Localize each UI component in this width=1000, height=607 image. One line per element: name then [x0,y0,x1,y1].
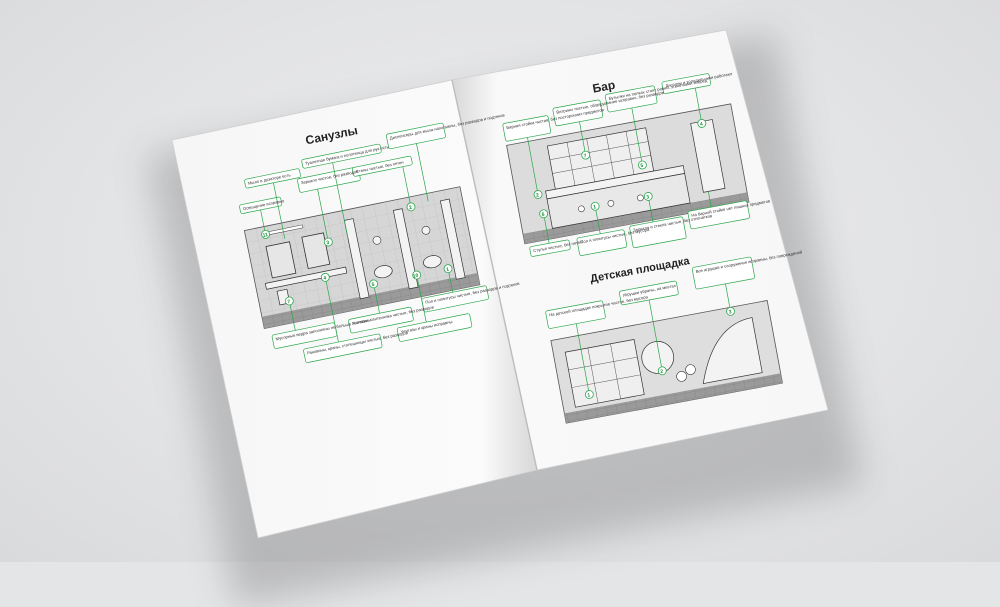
marker-bar-4: 4 [699,121,703,127]
callout-box [604,85,658,113]
marker-kids-3: 3 [728,309,732,315]
restroom-number-markers: 11 3 2 7 5 1 4 10 [261,202,453,306]
marker-bar-2: 2 [536,192,540,198]
kids-number-markers: 1 2 3 [584,306,735,399]
bar-number-markers: 2 7 5 4 6 1 3 [533,119,707,219]
callout-box [545,300,606,329]
marker-1: 1 [446,267,450,273]
marker-3: 3 [326,240,330,246]
marker-bar-6: 6 [541,212,545,218]
callout-box [352,155,413,177]
marker-10: 10 [412,273,419,280]
restroom-illustration [243,186,481,330]
callout-box [502,115,552,142]
callout-box [629,216,687,249]
marker-kids-1: 1 [587,392,591,398]
brochure-scene: Санузлы [171,29,829,539]
callout-box [301,143,382,169]
callout-box [396,313,473,342]
callout-box [687,200,750,230]
spine [451,79,538,471]
callout-box [244,168,301,189]
marker-7: 7 [287,299,291,305]
marker-2: 2 [409,205,413,211]
marker-5: 5 [371,282,375,288]
callout-box [239,196,283,214]
marker-4: 4 [323,275,327,281]
bar-callouts [502,73,750,257]
callout-box [386,122,446,150]
restroom-callouts [239,122,489,363]
marker-bar-1: 1 [593,204,597,210]
marker-11: 11 [262,232,269,239]
marker-bar-3: 3 [646,194,650,200]
marker-bar-7: 7 [583,153,587,159]
page-title-bar: Бар [591,78,616,96]
callout-box [661,73,712,94]
kids-illustration [550,300,783,424]
callout-box [619,280,679,306]
kids-callouts [545,256,755,395]
callout-box [303,333,383,363]
bar-illustration [506,103,750,245]
marker-kids-2: 2 [660,369,664,375]
marker-bar-5: 5 [640,163,644,169]
